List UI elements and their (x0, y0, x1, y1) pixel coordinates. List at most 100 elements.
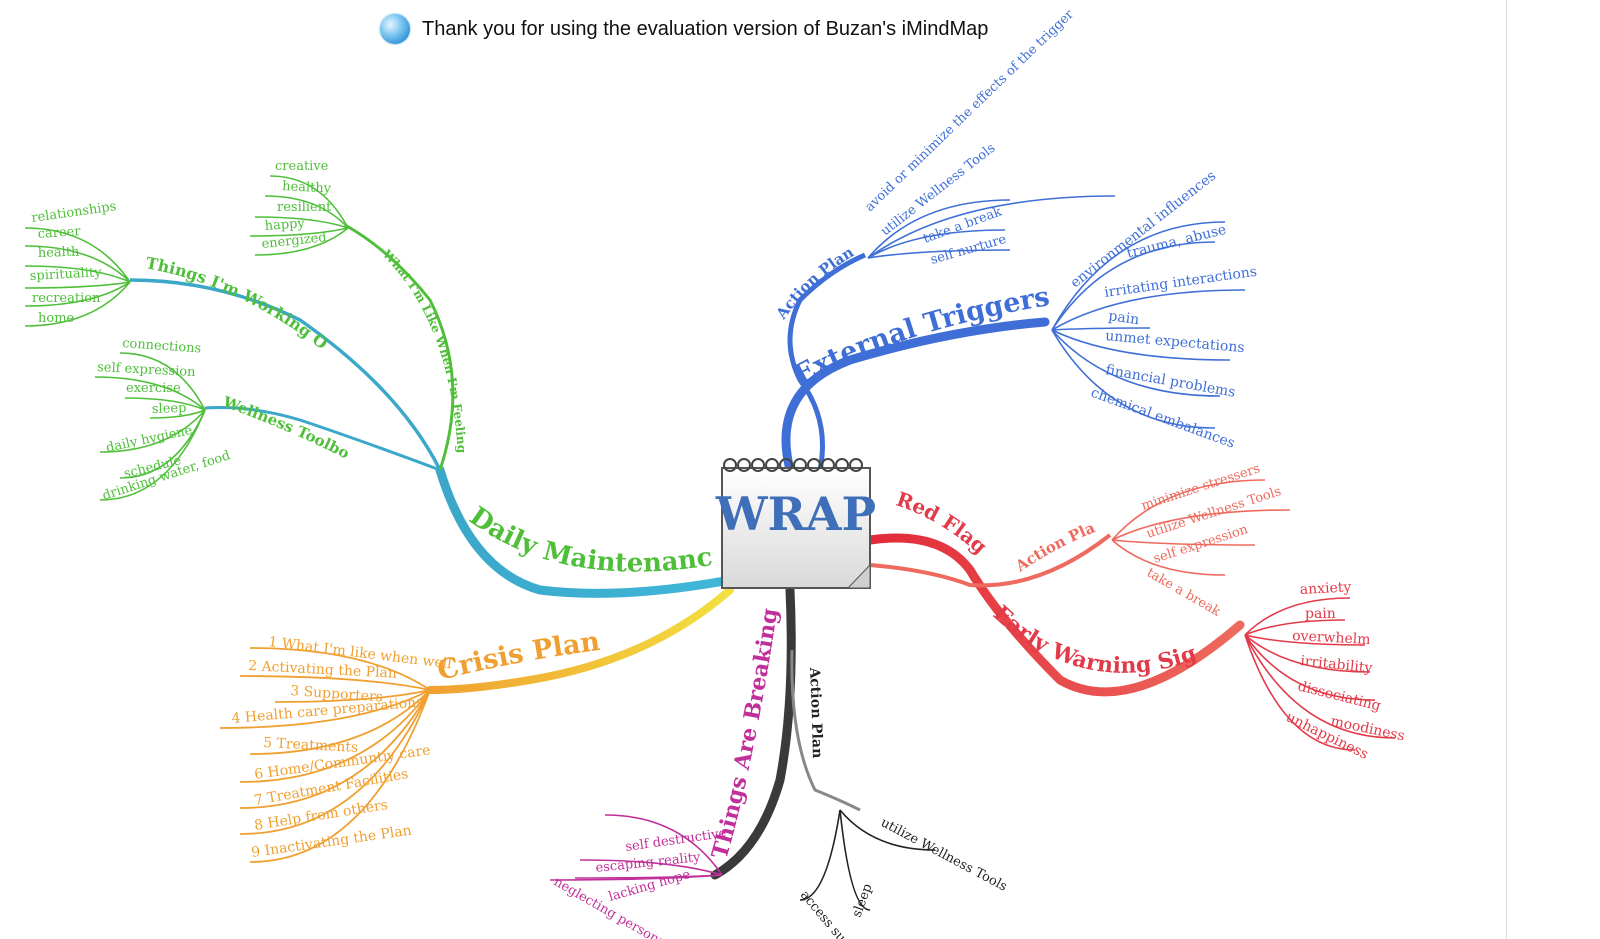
leaf-line (219, 689, 431, 729)
leaf-label: overwhelm (1292, 628, 1371, 648)
branch-things-breaking-down: Things Are Breaking Down (0, 0, 784, 862)
leaf-label: pain (1305, 606, 1336, 622)
leaf-label: irritating interactions (1103, 264, 1258, 301)
leaf-label: self expression (97, 360, 197, 380)
evaluation-banner: Thank you for using the evaluation versi… (380, 12, 988, 46)
fan-action-plan-triggers: avoid or minimize the effects of the tri… (862, 7, 1116, 268)
sub-action-plan-triggers: Action Plan (772, 243, 857, 323)
leaf-line (1244, 619, 1346, 636)
leaf-line (1244, 634, 1356, 751)
leaf-line (249, 689, 431, 755)
leaf-label: sleep (152, 401, 187, 417)
leaf-label: connections (122, 336, 202, 356)
leaf-line (1111, 479, 1266, 541)
leaf-label: 5 Treatments (263, 735, 359, 756)
leaf-label: unhappiness (1283, 709, 1370, 763)
sub-action-plan-warning: Action Plan (0, 0, 1098, 576)
leaf-line (94, 376, 206, 411)
leaf-line (99, 409, 206, 501)
fan-working-on: relationshipscareerhealthspiritualityrec… (24, 199, 131, 327)
banner-message: Thank you for using the evaluation versi… (422, 17, 989, 40)
leaf-label: daily hygiene (105, 423, 194, 456)
branch-external-triggers: External Triggers (789, 281, 1052, 391)
leaf-line (839, 809, 871, 911)
leaf-line (1051, 329, 1231, 361)
leaf-line (254, 227, 349, 256)
branch-crisis-plan: Crisis Plan (434, 626, 602, 687)
leaf-line (1051, 329, 1221, 397)
leaf-line (249, 227, 349, 237)
leaf-line (1111, 539, 1256, 546)
leaf-label: exercise (126, 381, 181, 396)
leaf-label: anxiety (1299, 579, 1351, 598)
center-node: WRAP (715, 458, 876, 589)
leaf-line (24, 227, 131, 283)
leaf-line (839, 809, 936, 851)
leaf-line (1244, 634, 1371, 673)
leaf-line (99, 409, 206, 453)
leaf-label: dissociating (1296, 678, 1382, 714)
leaf-line (867, 199, 1011, 259)
globe-icon (380, 14, 410, 44)
leaf-line (867, 195, 1116, 259)
leaf-line (24, 265, 131, 283)
leaf-label: career (37, 224, 82, 242)
leaf-line (254, 216, 349, 229)
leaf-line (24, 281, 131, 289)
leaf-line (274, 689, 431, 703)
leaf-line (249, 689, 431, 863)
leaf-line (1111, 539, 1226, 576)
leaf-line (24, 281, 131, 307)
leaf-line (239, 689, 431, 783)
leaf-label: relationships (30, 199, 117, 226)
leaf-nodes: relationshipscareerhealthspiritualityrec… (24, 7, 1406, 939)
leaf-line (1051, 241, 1216, 331)
leaf-line (1051, 329, 1216, 429)
leaf-label: resilient (277, 200, 332, 215)
leaf-line (867, 249, 1011, 259)
leaf-line (24, 245, 131, 283)
leaf-line (799, 809, 841, 901)
leaf-line (24, 281, 131, 327)
leaf-label: energized (261, 230, 328, 252)
leaf-label: creative (275, 159, 329, 174)
leaf-line (239, 689, 431, 835)
leaf-label: pain (1107, 308, 1140, 328)
leaf-label: home (38, 311, 75, 326)
leaf-label: 3 Supporters (290, 683, 384, 705)
fan-early-warning: anxiety pain overwhelm irritabilitydissocia… (1244, 579, 1406, 763)
leaf-label: healthy (282, 179, 332, 197)
center-label: WRAP (715, 487, 876, 541)
page-edge-divider (1506, 0, 1507, 939)
leaf-label: health (38, 245, 81, 261)
spiral-binding (723, 458, 863, 472)
branch-lines (129, 223, 1245, 880)
sub-action-plan-breaking: Action Plan (806, 666, 825, 758)
leaf-line (1244, 634, 1366, 646)
leaf-label: 2 Activating the Plan (248, 658, 397, 682)
leaf-line (1244, 634, 1376, 701)
leaf-line (239, 675, 431, 691)
leaf-line (1051, 327, 1151, 331)
leaf-label: take a break (1144, 565, 1223, 619)
leaf-label: spirituality (29, 265, 102, 284)
leaf-label: happy (264, 216, 306, 234)
leaf-line (1244, 634, 1396, 739)
leaf-line (579, 859, 723, 876)
leaf-line (239, 689, 431, 809)
leaf-line (119, 352, 206, 411)
leaf-line (867, 229, 1006, 259)
leaf-line (549, 874, 723, 881)
leaf-line (1111, 509, 1291, 541)
leaf-label: utilize Wellness Tools (878, 815, 1009, 894)
leaf-line (604, 814, 723, 876)
leaf-label: irritability (1300, 653, 1374, 676)
leaf-line (1051, 289, 1246, 331)
